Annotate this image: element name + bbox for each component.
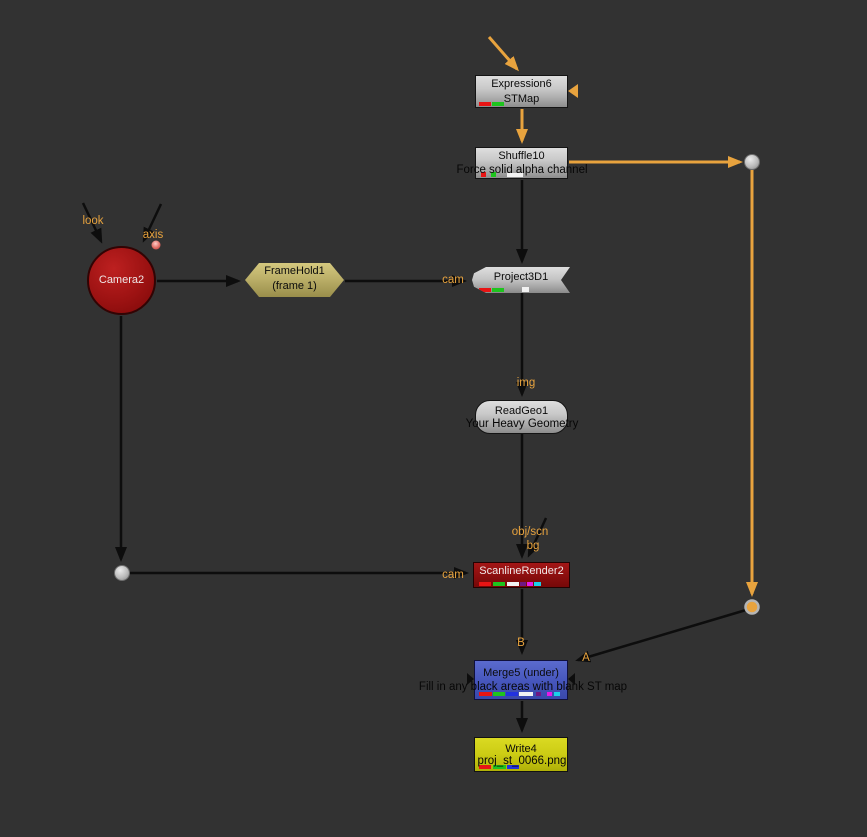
channel-indicator-red [479,692,492,696]
channel-indicator-green [493,765,506,769]
readgeo1-note: Your Heavy Geometry [465,418,579,430]
elbow-dot-left[interactable] [114,565,130,581]
channel-indicator-magenta [527,582,533,586]
merge-mask-stub-right-icon[interactable] [568,673,575,685]
channel-indicator-green [493,582,505,586]
elbow-dot-top-right[interactable] [744,154,760,170]
node-title: ScanlineRender2 [479,565,564,577]
node-title: Shuffle10 [498,150,545,162]
node-subtitle: STMap [503,93,540,105]
node-merge5[interactable]: Merge5 (under) [474,660,568,700]
port-label-cam-scanline: cam [442,569,464,581]
edge-bg-stub[interactable] [527,517,548,558]
channel-indicator-red [479,288,491,292]
node-title: Camera2 [98,274,145,286]
channel-indicator-blue [507,765,519,769]
node-subtitle: (frame 1) [272,280,317,292]
port-label-cam-project: cam [442,274,464,286]
channel-indicator-red [479,582,491,586]
channel-indicator-cyan [554,692,560,696]
port-label-merge-b: B [517,637,525,649]
channel-indicator-blue [506,692,518,696]
node-shuffle10[interactable]: Shuffle10 [475,147,568,179]
channel-indicator-white [519,692,533,696]
node-title: Expression6 [491,78,552,90]
port-label-axis: axis [142,229,164,241]
expression-hidden-input-icon[interactable] [568,84,578,98]
port-label-bg: bg [526,540,540,552]
channel-indicator-purple [520,582,526,586]
node-title: ReadGeo1 [494,405,549,417]
node-title: FrameHold1 [264,265,325,277]
channel-indicator-green [491,172,496,177]
channel-indicator-white [507,582,519,586]
node-framehold1[interactable]: FrameHold1 (frame 1) [245,263,344,297]
port-label-merge-a: A [582,652,590,664]
edge-look-input[interactable] [81,202,103,244]
node-camera2[interactable]: Camera2 [87,246,156,315]
channel-indicator-magenta [547,692,552,696]
node-scanlinerender2[interactable]: ScanlineRender2 [473,562,570,588]
node-title: Project3D1 [493,271,549,283]
channel-indicator-red [479,102,491,106]
port-label-look: look [82,215,104,227]
channel-indicator-green [492,102,504,106]
channel-indicator-purple [536,692,541,696]
node-title: Merge5 (under) [483,667,559,679]
channel-indicator-green [493,692,505,696]
channel-indicator-white [522,287,529,292]
channel-indicator-red [479,765,491,769]
axis-indicator-dot [151,240,161,250]
node-expression6[interactable]: Expression6 STMap [475,75,568,108]
shuffle10-note: Force solid alpha channel [456,164,588,176]
port-label-obj-scn: obj/scn [511,526,549,538]
edge-incoming-orange[interactable] [487,36,519,72]
write4-note: proj_st_0066.png [477,755,567,767]
node-write4[interactable]: Write4 [474,737,568,772]
merge5-note: Fill in any black areas with blank ST ma… [418,681,628,693]
edge-axis-input[interactable] [142,203,163,243]
elbow-dot-bottom-right[interactable] [744,599,760,615]
merge-mask-stub-left-icon[interactable] [467,673,474,685]
node-readgeo1[interactable]: ReadGeo1 [475,400,568,434]
channel-indicator-cyan [534,582,541,586]
port-label-img: img [516,377,536,389]
channel-indicator-green [492,288,504,292]
edge-dot-to-merge-a[interactable] [575,608,747,663]
node-title: Write4 [505,743,537,755]
node-project3d1[interactable]: Project3D1 [472,267,570,293]
channel-indicator-white [507,173,523,177]
channel-indicator-red [481,172,486,177]
